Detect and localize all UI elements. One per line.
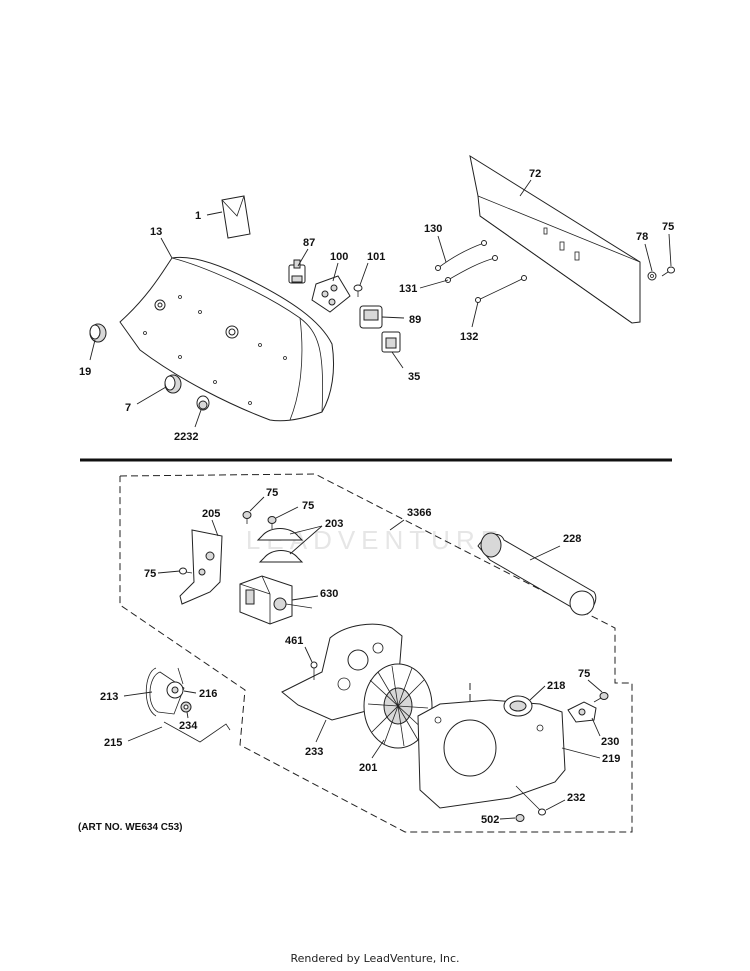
callout-502: 502 xyxy=(481,814,499,826)
callout-216: 216 xyxy=(199,688,217,700)
part-232-screw[interactable] xyxy=(515,785,546,816)
callout-89: 89 xyxy=(409,314,421,326)
leader-lines xyxy=(89,179,672,820)
callout-75-b: 75 xyxy=(302,500,314,512)
callout-100: 100 xyxy=(330,251,348,263)
callout-72: 72 xyxy=(529,168,541,180)
part-75-screw-top[interactable] xyxy=(661,266,675,277)
part-630-motor[interactable] xyxy=(239,575,313,625)
part-502-screw[interactable] xyxy=(515,814,525,822)
part-2232-button[interactable] xyxy=(196,395,210,411)
callout-75-top: 75 xyxy=(662,221,674,233)
callout-215: 215 xyxy=(104,737,122,749)
part-230-thermistor[interactable] xyxy=(567,701,597,723)
callout-87: 87 xyxy=(303,237,315,249)
assembly-3366-outline xyxy=(119,473,633,833)
part-72-rear-panel[interactable] xyxy=(469,154,641,324)
part-1-literature[interactable] xyxy=(221,195,251,239)
part-19-knob[interactable] xyxy=(89,323,107,343)
callout-3366: 3366 xyxy=(407,507,431,519)
callout-101: 101 xyxy=(367,251,385,263)
callout-234: 234 xyxy=(179,720,198,732)
art-number: (ART NO. WE634 C53) xyxy=(78,822,183,833)
part-205-bracket[interactable] xyxy=(179,529,223,605)
part-219-front-housing[interactable] xyxy=(417,699,566,809)
part-100-control[interactable] xyxy=(311,275,351,313)
part-35-switch[interactable] xyxy=(381,331,401,353)
callout-213: 213 xyxy=(100,691,118,703)
part-7-knob[interactable] xyxy=(164,374,182,394)
callout-78: 78 xyxy=(636,231,648,243)
part-218-thermostat[interactable] xyxy=(503,695,533,717)
callout-7: 7 xyxy=(125,402,131,414)
callout-230: 230 xyxy=(601,736,619,748)
callout-35: 35 xyxy=(408,371,420,383)
callout-630: 630 xyxy=(320,588,338,600)
callout-13: 13 xyxy=(150,226,162,238)
callout-219: 219 xyxy=(602,753,620,765)
callout-labels: 1 13 19 7 2232 87 100 101 89 35 130 131 … xyxy=(79,168,674,826)
part-201-blower-wheel[interactable] xyxy=(363,663,433,749)
part-87-switch[interactable] xyxy=(288,259,306,284)
part-234-pulley[interactable] xyxy=(180,701,192,713)
part-131-harness[interactable] xyxy=(445,255,498,283)
part-132-harness[interactable] xyxy=(475,275,527,303)
part-216-idler-pulley[interactable] xyxy=(166,667,184,699)
part-13-control-panel[interactable] xyxy=(119,256,335,422)
callout-201: 201 xyxy=(359,762,377,774)
part-75-screw-b[interactable] xyxy=(267,516,277,530)
part-75-screw-right[interactable] xyxy=(593,692,609,703)
callout-130: 130 xyxy=(424,223,442,235)
part-89-switch[interactable] xyxy=(359,305,383,329)
callout-461: 461 xyxy=(285,635,303,647)
part-461-screw[interactable] xyxy=(310,661,318,680)
callout-132: 132 xyxy=(460,331,478,343)
callout-233: 233 xyxy=(305,746,323,758)
callout-19: 19 xyxy=(79,366,91,378)
part-215-idler-arm[interactable] xyxy=(163,721,231,743)
callout-218: 218 xyxy=(547,680,565,692)
callout-75-right: 75 xyxy=(578,668,590,680)
footer-credit: Rendered by LeadVenture, Inc. xyxy=(290,952,460,965)
callout-2232: 2232 xyxy=(174,431,198,443)
part-75-screw-bracket[interactable] xyxy=(179,567,193,575)
part-213-belt[interactable] xyxy=(145,667,185,717)
callout-1: 1 xyxy=(195,210,201,222)
callout-131: 131 xyxy=(399,283,417,295)
callout-75-bracket: 75 xyxy=(144,568,156,580)
part-101-screw[interactable] xyxy=(353,284,363,297)
part-203-clamps[interactable] xyxy=(256,528,304,563)
callout-75-a: 75 xyxy=(266,487,278,499)
callout-232: 232 xyxy=(567,792,585,804)
part-130-harness[interactable] xyxy=(435,240,487,271)
part-78-washer[interactable] xyxy=(647,271,657,281)
part-228-duct[interactable] xyxy=(477,532,597,616)
callout-203: 203 xyxy=(325,518,343,530)
part-75-screw-a[interactable] xyxy=(242,511,252,525)
callout-205: 205 xyxy=(202,508,220,520)
callout-228: 228 xyxy=(563,533,581,545)
